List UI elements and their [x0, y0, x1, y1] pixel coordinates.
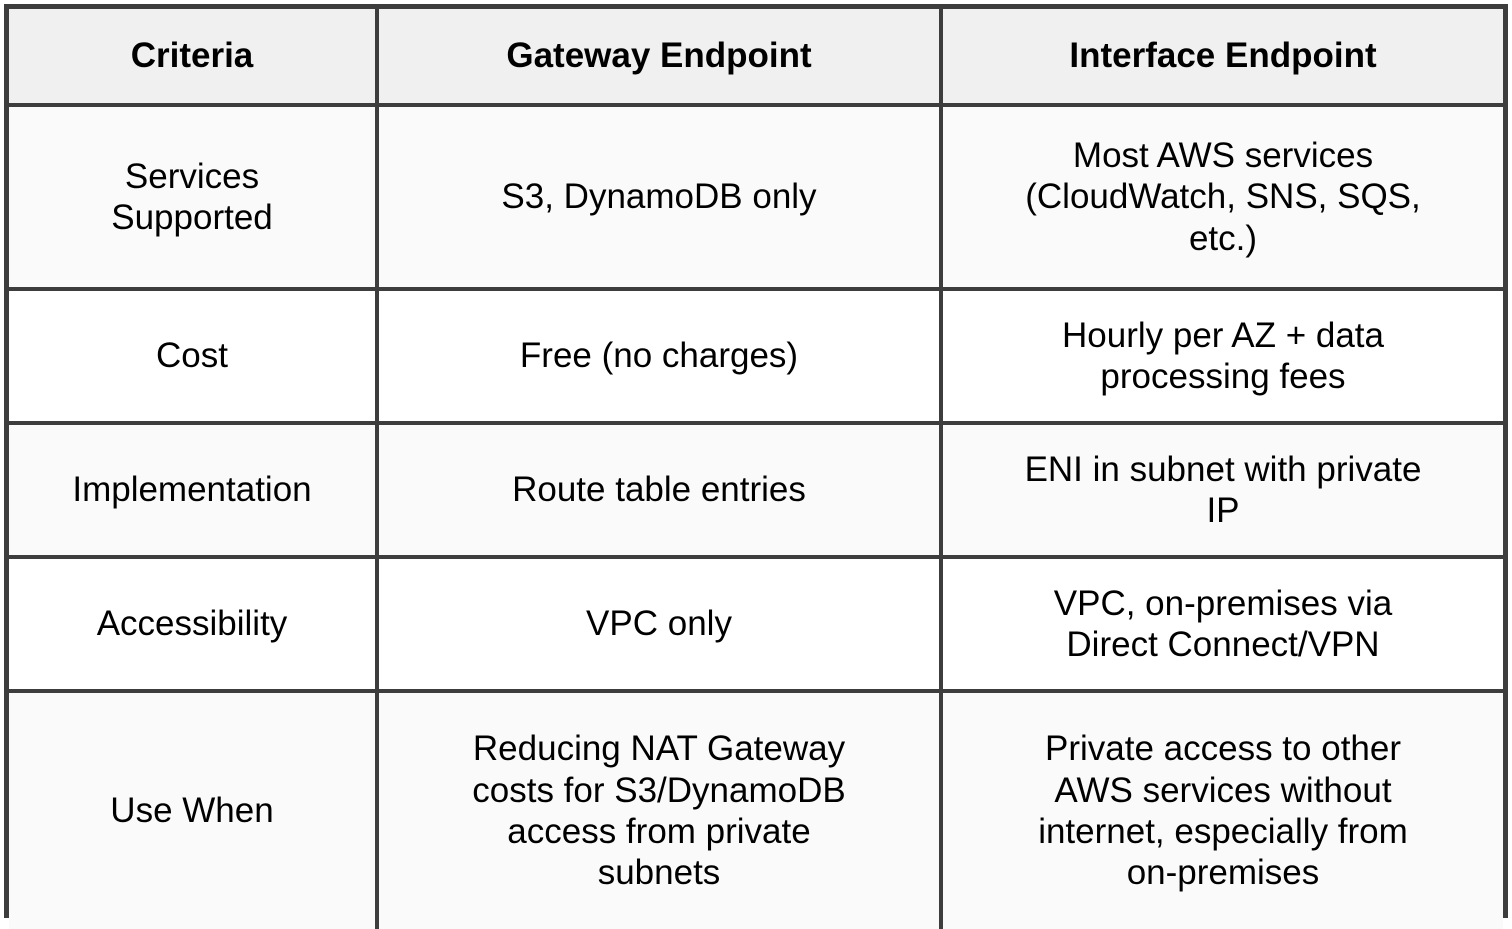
- cell-interface: VPC, on-premises via Direct Connect/VPN: [941, 557, 1503, 693]
- table-body: Services Supported S3, DynamoDB only Mos…: [9, 105, 1503, 929]
- cell-interface: ENI in subnet with private IP: [941, 423, 1503, 559]
- comparison-table: Criteria Gateway Endpoint Interface Endp…: [9, 9, 1503, 929]
- column-header-gateway-endpoint: Gateway Endpoint: [377, 9, 943, 107]
- cell-criteria: Use When: [9, 691, 379, 929]
- column-header-criteria: Criteria: [9, 9, 379, 107]
- table-header-row: Criteria Gateway Endpoint Interface Endp…: [9, 9, 1503, 107]
- table-row: Implementation Route table entries ENI i…: [9, 423, 1503, 559]
- cell-gateway: VPC only: [377, 557, 943, 693]
- cell-gateway: S3, DynamoDB only: [377, 105, 943, 291]
- table-row: Accessibility VPC only VPC, on-premises …: [9, 557, 1503, 693]
- cell-gateway: Route table entries: [377, 423, 943, 559]
- cell-interface: Most AWS services (CloudWatch, SNS, SQS,…: [941, 105, 1503, 291]
- cell-interface: Private access to other AWS services wit…: [941, 691, 1503, 929]
- cell-criteria: Services Supported: [9, 105, 379, 291]
- cell-criteria: Cost: [9, 289, 379, 425]
- comparison-table-container: Criteria Gateway Endpoint Interface Endp…: [4, 4, 1508, 929]
- table-row: Use When Reducing NAT Gateway costs for …: [9, 691, 1503, 929]
- column-header-interface-endpoint: Interface Endpoint: [941, 9, 1503, 107]
- cell-interface: Hourly per AZ + data processing fees: [941, 289, 1503, 425]
- cell-gateway: Reducing NAT Gateway costs for S3/Dynamo…: [377, 691, 943, 929]
- table-row: Cost Free (no charges) Hourly per AZ + d…: [9, 289, 1503, 425]
- cell-criteria: Implementation: [9, 423, 379, 559]
- table-header: Criteria Gateway Endpoint Interface Endp…: [9, 9, 1503, 107]
- table-row: Services Supported S3, DynamoDB only Mos…: [9, 105, 1503, 291]
- cell-gateway: Free (no charges): [377, 289, 943, 425]
- cell-criteria: Accessibility: [9, 557, 379, 693]
